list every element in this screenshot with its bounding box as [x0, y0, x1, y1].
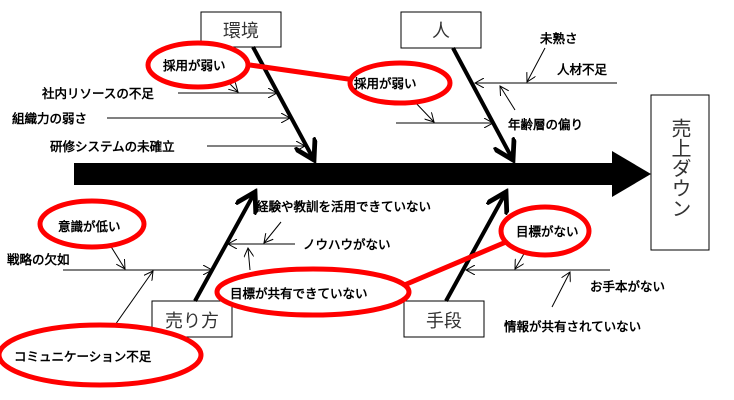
- cause-goal-sharing: 目標が共有できていない: [230, 286, 368, 301]
- line-experience: [264, 221, 282, 243]
- category-sales-method-label: 売り方: [165, 311, 219, 332]
- category-environment: 環境: [200, 11, 282, 48]
- cause-communication: コミュニケーション不足: [14, 349, 152, 364]
- cause-lack-of-strategy: 戦略の欠如: [7, 252, 70, 267]
- category-means-label: 手段: [426, 311, 462, 332]
- cause-training-system: 研修システムの未確立: [50, 139, 175, 154]
- bone-means: [444, 192, 506, 302]
- effect-box: 売上ダウン: [650, 94, 710, 251]
- highlight-hiring-weak-env: [145, 40, 251, 90]
- line-immaturity: [527, 47, 546, 82]
- cause-age-imbalance: 年齢層の偏り: [508, 117, 583, 132]
- line-info-sharing: [551, 272, 570, 308]
- category-people-label: 人: [432, 21, 450, 42]
- cause-org-strength: 組織力の弱さ: [12, 111, 87, 126]
- cause-immaturity: 未熟さ: [539, 31, 578, 46]
- cause-knowhow: ノウハウがない: [303, 237, 391, 252]
- cause-low-awareness: 意識が低い: [58, 219, 121, 234]
- line-goal-sharing: [248, 248, 250, 271]
- cause-no-model: お手本がない: [590, 279, 665, 294]
- highlight-communication: [0, 322, 204, 388]
- highlight-connector-hiring: [249, 62, 356, 83]
- bone-sales-method: [193, 192, 255, 302]
- highlight-low-awareness: [37, 198, 147, 250]
- highlight-no-goal: [498, 204, 592, 258]
- main-spine-arrow: [74, 151, 651, 197]
- cause-hiring-weak-people: 採用が弱い: [354, 76, 417, 91]
- cause-experience: 経験や教訓を活用できていない: [256, 199, 431, 214]
- cause-talent-shortage: 人材不足: [557, 62, 608, 77]
- cause-no-goal: 目標がない: [516, 224, 579, 239]
- line-age-imbalance: [500, 86, 516, 111]
- highlight-hiring-weak-people: [347, 60, 453, 106]
- bone-people: [451, 47, 513, 160]
- category-environment-label: 環境: [223, 21, 259, 42]
- cause-hiring-weak-env: 採用が弱い: [163, 58, 226, 73]
- cause-internal-resources: 社内リソースの不足: [41, 86, 154, 101]
- bone-environment: [251, 46, 314, 160]
- cause-info-sharing: 情報が共有されていない: [504, 319, 641, 334]
- effect-label: 売上ダウン: [668, 118, 692, 218]
- category-people: 人: [400, 11, 482, 49]
- highlight-connector-goal: [401, 239, 507, 289]
- highlight-goal-sharing: [214, 266, 412, 318]
- category-means: 手段: [403, 300, 485, 338]
